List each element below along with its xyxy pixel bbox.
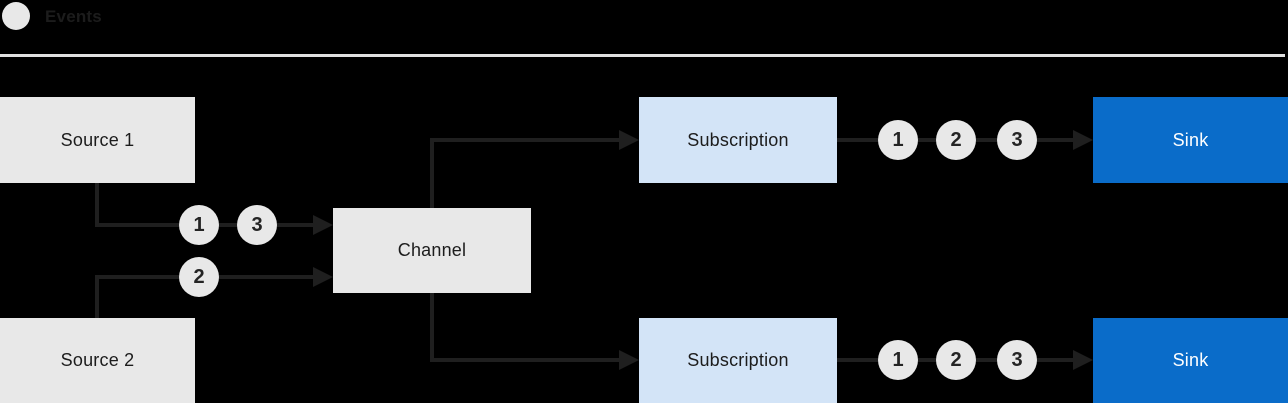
event-marker-bottom-3: 3 xyxy=(997,340,1037,380)
event-marker-top-1: 1 xyxy=(878,120,918,160)
event-marker-1: 1 xyxy=(179,205,219,245)
event-marker-bottom-1: 1 xyxy=(878,340,918,380)
arrowhead-channel-subscription-top xyxy=(619,130,639,150)
legend-label: Events xyxy=(45,7,102,26)
arrowhead-channel-subscription-bottom xyxy=(619,350,639,370)
node-subscription-bottom: Subscription xyxy=(639,318,837,403)
arrowhead-source1-channel xyxy=(313,215,333,235)
divider-line xyxy=(0,54,1285,57)
event-marker-top-3: 3 xyxy=(997,120,1037,160)
event-marker-2: 2 xyxy=(179,257,219,297)
arrowhead-subscription-top-sink xyxy=(1073,130,1093,150)
connector-channel-subscription-bottom xyxy=(430,293,621,362)
node-subscription-top: Subscription xyxy=(639,97,837,183)
event-marker-bottom-2: 2 xyxy=(936,340,976,380)
node-source-2: Source 2 xyxy=(0,318,195,403)
arrowhead-subscription-bottom-sink xyxy=(1073,350,1093,370)
arrowhead-source2-channel xyxy=(313,267,333,287)
event-marker-top-2: 2 xyxy=(936,120,976,160)
node-channel: Channel xyxy=(333,208,531,293)
event-legend-circle xyxy=(2,2,30,30)
node-source-1: Source 1 xyxy=(0,97,195,183)
node-sink-top: Sink xyxy=(1093,97,1288,183)
connector-source2-channel xyxy=(95,275,315,318)
event-marker-3: 3 xyxy=(237,205,277,245)
connector-channel-subscription-top xyxy=(430,138,621,208)
node-sink-bottom: Sink xyxy=(1093,318,1288,403)
